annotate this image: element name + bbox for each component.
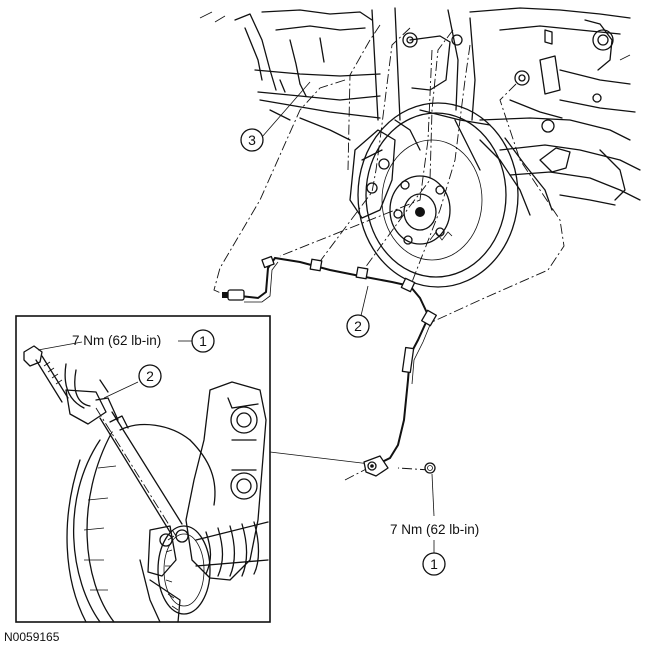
callout-3: 3 — [240, 81, 311, 152]
torque-label-upper: 7 Nm (62 lb-in) — [72, 333, 161, 348]
brake-rotor-upper — [349, 102, 519, 288]
callout-1-inset-number: 1 — [199, 333, 207, 349]
callout-3-number: 3 — [248, 132, 256, 148]
routing-leader-lines — [213, 24, 565, 481]
callout-1-inset: 7 Nm (62 lb-in) 1 — [72, 329, 215, 353]
callout-2-inset: 2 — [103, 364, 162, 399]
inset-artwork — [23, 341, 269, 623]
figure-id: N0059165 — [4, 630, 60, 644]
abs-sensor-harness — [222, 255, 437, 477]
callout-2-upper: 2 — [346, 285, 370, 338]
callout-1-lower: 7 Nm (62 lb-in) 1 — [390, 473, 479, 576]
chassis-and-suspension — [199, 7, 641, 216]
detail-inset — [15, 315, 271, 623]
callout-2-inset-number: 2 — [146, 368, 154, 384]
torque-label-lower: 7 Nm (62 lb-in) — [390, 522, 479, 537]
callout-1-lower-number: 1 — [430, 556, 438, 572]
callout-2-upper-number: 2 — [354, 318, 362, 334]
